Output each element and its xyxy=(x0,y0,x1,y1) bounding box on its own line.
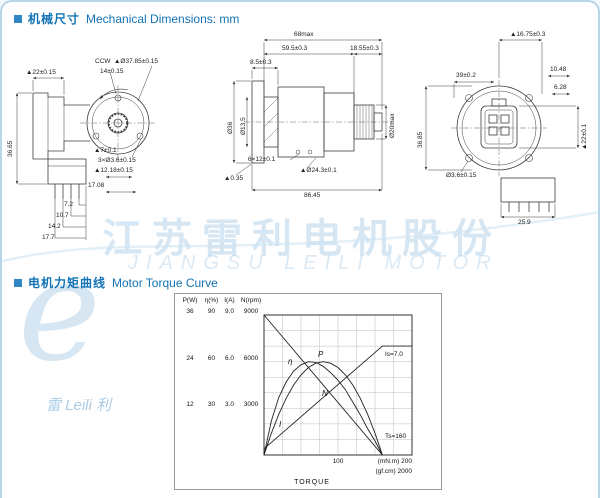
torque-chart-frame xyxy=(174,293,442,490)
axis-value: 90 xyxy=(207,308,216,315)
dim-label: 14.2 xyxy=(48,223,61,230)
curve-label-i: I xyxy=(279,420,282,429)
dim-label: 3×Ø3.6±0.15 xyxy=(98,157,136,164)
dim-label: ▲Ø24.3±0.1 xyxy=(300,167,337,174)
dim-label: Ø13.5 xyxy=(240,117,247,135)
curve-label-eta: η xyxy=(288,357,293,366)
dim-label: ▲7±0.1 xyxy=(94,147,117,154)
watermark-logo-e: e xyxy=(18,230,101,393)
dim-label: 10.48 xyxy=(550,66,567,73)
dim-label: 8.5±0.3 xyxy=(250,59,272,66)
x-tick-gfcm: (gf.cm) 2000 xyxy=(375,468,413,475)
axis-header-eta: η(%) xyxy=(204,297,219,304)
dim-label: ▲0.35 xyxy=(224,175,244,182)
dim-label: ▲16.75±0.3 xyxy=(510,31,546,38)
dim-label: 68max xyxy=(294,31,314,38)
section-title-en: Mechanical Dimensions: mm xyxy=(86,11,240,26)
axis-value: 6.0 xyxy=(224,355,235,362)
section-bullet-icon xyxy=(14,278,22,287)
dim-label: 25.9 xyxy=(518,219,531,226)
axis-value: 60 xyxy=(207,355,216,362)
dim-label: Ø3.6±0.15 xyxy=(446,172,477,179)
section-title-cn: 电机力矩曲线 xyxy=(28,276,107,290)
axis-header-n: N(rpm) xyxy=(240,297,262,304)
axis-value: 9000 xyxy=(243,308,259,315)
dim-label: 17.7 xyxy=(42,234,55,241)
dim-label: 86.45 xyxy=(304,192,321,199)
dim-label: ▲Ø37.85±0.15 xyxy=(114,58,158,65)
axis-value: 30 xyxy=(207,401,216,408)
dim-label: 36.85 xyxy=(417,131,424,148)
axis-value: 36 xyxy=(186,308,194,315)
dim-label: 39±0.2 xyxy=(456,72,476,79)
stall-torque-annotation: Ts=160 xyxy=(385,433,407,440)
dim-label: 59.5±0.3 xyxy=(282,45,308,52)
axis-header-p: P(W) xyxy=(182,297,198,304)
section-header-torque: 电机力矩曲线 Motor Torque Curve xyxy=(14,274,218,291)
section-header-mechanical: 机械尺寸 Mechanical Dimensions: mm xyxy=(14,10,239,27)
curve-label-n: N xyxy=(322,389,328,398)
axis-value: 3000 xyxy=(243,401,259,408)
dim-label: 17.08 xyxy=(88,182,105,189)
stall-current-annotation: Is=7.0 xyxy=(385,351,403,358)
dim-label: 10.7 xyxy=(56,212,69,219)
axis-value: 24 xyxy=(186,355,194,362)
dim-label: ▲12.18±0.15 xyxy=(94,167,133,174)
dim-label: ▲22±0.15 xyxy=(26,69,56,76)
dim-label: 6.28 xyxy=(554,84,567,91)
section-title-cn: 机械尺寸 xyxy=(28,12,81,26)
axis-value: 3.0 xyxy=(224,401,235,408)
x-tick-100: 100 xyxy=(332,458,344,465)
x-axis-title: TORQUE xyxy=(294,479,330,486)
dim-label: ▲22±0.1 xyxy=(581,123,588,150)
dim-label: 6×12±0.1 xyxy=(248,156,276,163)
dim-label: Ø20max xyxy=(389,113,396,138)
axis-header-i: I(A) xyxy=(224,297,235,304)
dim-label: 36.65 xyxy=(7,140,14,157)
axis-value: 12 xyxy=(186,401,194,408)
curve-label-p: P xyxy=(318,350,324,359)
watermark-brand-text: 雷 Leili 利 xyxy=(46,397,112,414)
x-tick-200: (mN.m) 200 xyxy=(377,458,412,465)
axis-value: 9.0 xyxy=(224,308,235,315)
dim-label: Ø36 xyxy=(227,121,234,134)
section-bullet-icon xyxy=(14,14,22,23)
dim-label: 14±0.15 xyxy=(100,68,124,75)
section-title-en: Motor Torque Curve xyxy=(112,275,218,290)
dim-label: 18.55±0.3 xyxy=(350,45,379,52)
watermark-text-en: JIANGSU LEILI MOTOR xyxy=(128,252,499,274)
dim-label-ccw: CCW xyxy=(95,58,111,65)
axis-value: 6000 xyxy=(243,355,259,362)
dim-label: 7.2 xyxy=(64,201,74,208)
